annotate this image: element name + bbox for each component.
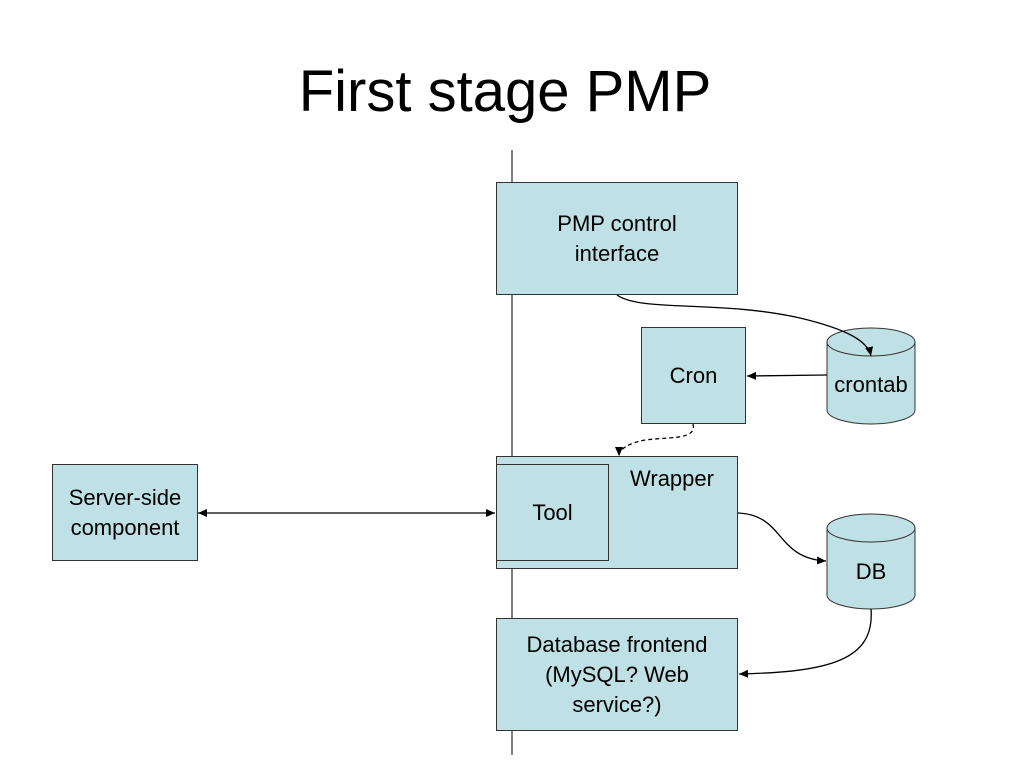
cron-label: Cron (669, 362, 718, 388)
crontab-label: crontab (834, 372, 908, 397)
arrow-wrapper-to-db (737, 512, 827, 565)
pmp-control-interface-label: PMP control interface (557, 210, 677, 266)
tool-label: Tool (532, 499, 573, 525)
arrow-control-to-crontab (616, 294, 874, 357)
tool-box: Tool (496, 464, 609, 561)
arrow-cron-to-wrapper (615, 423, 694, 457)
slide-title: First stage PMP (298, 59, 712, 124)
database-frontend-box: Database frontend (MySQL? Web service?) (496, 618, 738, 731)
arrow-crontab-to-cron (746, 371, 828, 380)
pmp-control-interface-box: PMP control interface (496, 182, 738, 295)
cron-box: Cron (641, 327, 746, 424)
arrow-db-to-frontend (738, 608, 872, 678)
server-side-component-label: Server-side component (68, 484, 182, 540)
crontab-cylinder (826, 327, 916, 425)
db-cylinder (826, 513, 916, 610)
db-label: DB (855, 559, 887, 584)
wrapper-label: Wrapper (630, 466, 714, 491)
database-frontend-label: Database frontend (MySQL? Web service?) (526, 631, 708, 717)
server-side-component-box: Server-side component (52, 464, 198, 561)
